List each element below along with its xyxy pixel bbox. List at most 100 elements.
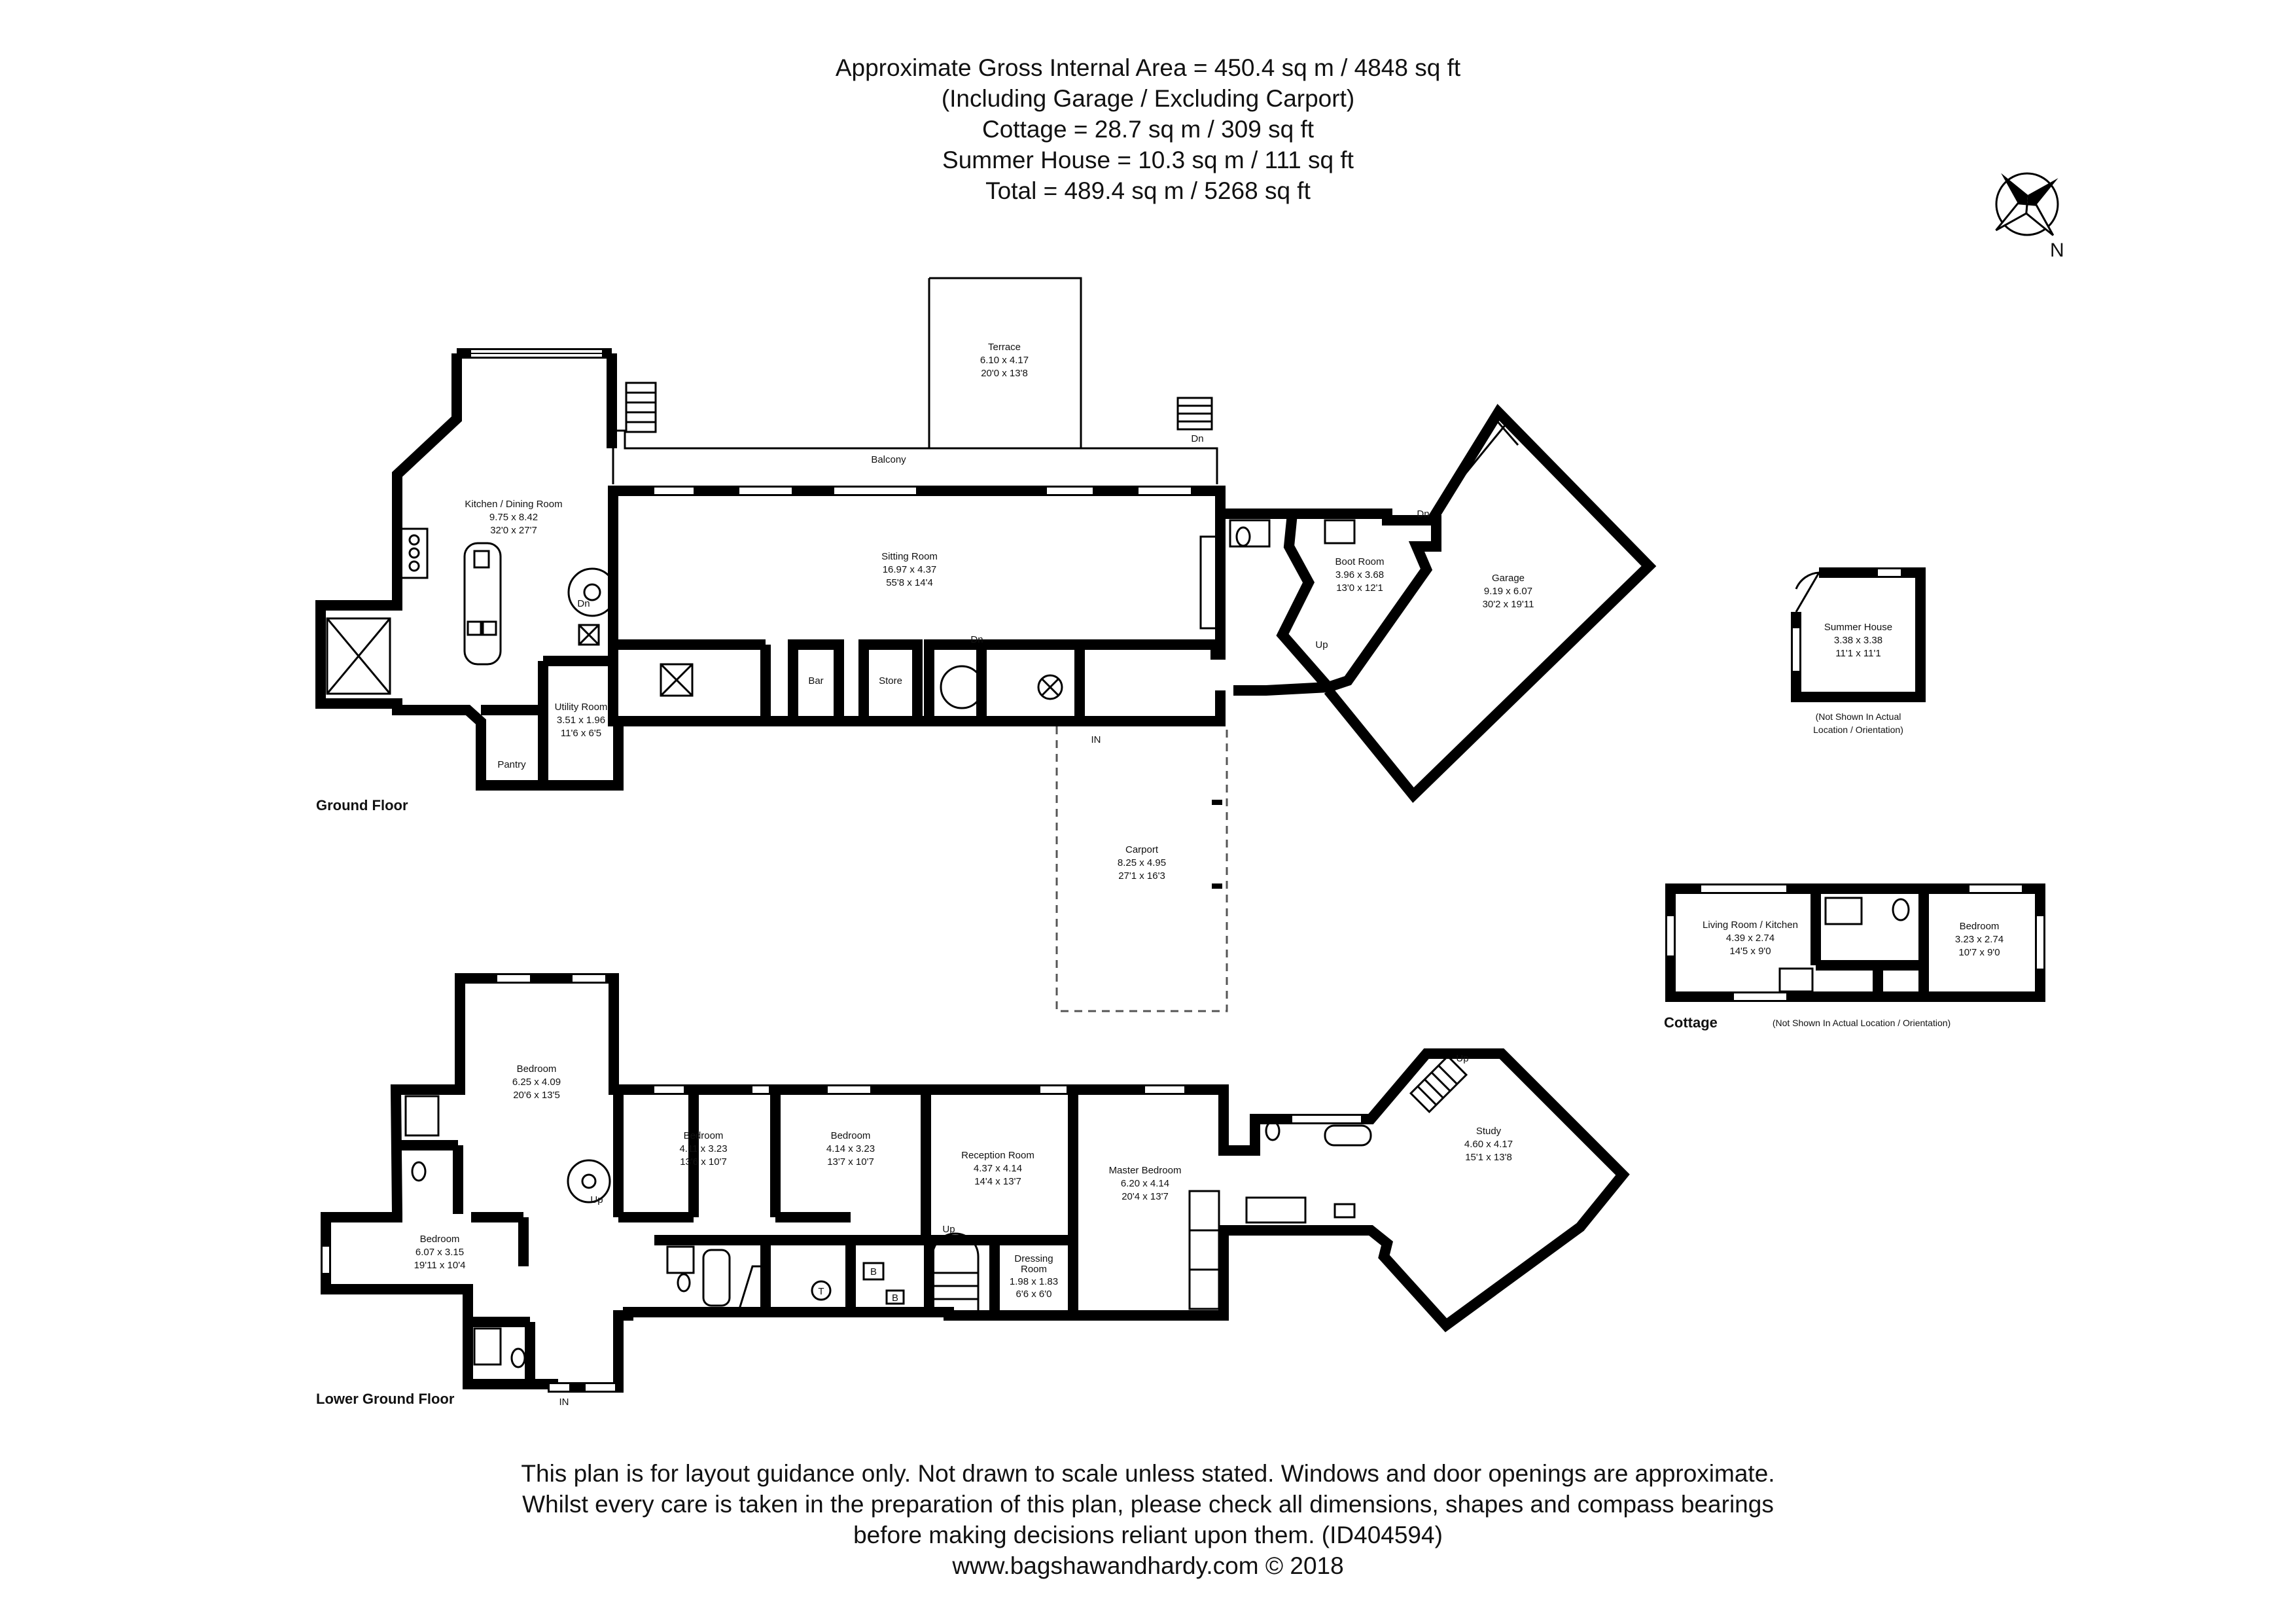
disclaimer-line-2: Whilst every care is taken in the prepar…: [522, 1491, 1774, 1518]
lg-bedroom-4-label: Bedroom: [420, 1234, 460, 1245]
ground-entrance-label: IN: [1091, 734, 1101, 745]
svg-text:16.97 x 4.37: 16.97 x 4.37: [883, 564, 937, 575]
svg-text:3.38 x 3.38: 3.38 x 3.38: [1834, 635, 1882, 646]
svg-text:1.98 x 1.83: 1.98 x 1.83: [1010, 1276, 1058, 1287]
svg-text:10'7 x 9'0: 10'7 x 9'0: [1958, 947, 2000, 958]
lower-entrance-label: IN: [559, 1397, 569, 1408]
kitchen-spiral-stair: [567, 567, 617, 617]
carport-label: Carport: [1125, 844, 1159, 855]
disclaimer-line-3: before making decisions reliant upon the…: [853, 1522, 1443, 1548]
kitchen-island: [463, 542, 502, 666]
terrace-steps-right: [1176, 397, 1213, 431]
store-label: Store: [879, 675, 902, 687]
svg-text:Dn: Dn: [1191, 433, 1203, 444]
svg-text:14'4 x 13'7: 14'4 x 13'7: [974, 1176, 1021, 1187]
website-link[interactable]: www.bagshawandhardy.com © 2018: [952, 1552, 1344, 1579]
gross-internal-area: Approximate Gross Internal Area = 450.4 …: [835, 54, 1461, 81]
terrace-steps-left: [625, 382, 657, 433]
svg-text:13'7 x 10'7: 13'7 x 10'7: [827, 1156, 874, 1168]
svg-text:6.20 x 4.14: 6.20 x 4.14: [1121, 1178, 1169, 1189]
cottage-shower: [1824, 897, 1863, 925]
compass-rose-icon: N: [1995, 172, 2064, 261]
store-walls: [858, 639, 923, 726]
bathroom-bath: [702, 1249, 731, 1307]
summer-house: [1791, 567, 1926, 702]
svg-text:Up: Up: [1315, 639, 1328, 651]
svg-text:Dn: Dn: [577, 598, 590, 609]
kitchen-wing-walls: [315, 353, 694, 791]
lower-ground-floor: [321, 973, 1630, 1393]
lower-spiral-stair: [567, 1159, 611, 1204]
study-stair: [1409, 1054, 1468, 1114]
master-wardrobes: [1188, 1190, 1220, 1310]
svg-text:Up: Up: [590, 1194, 603, 1205]
summer-house-area: Summer House = 10.3 sq m / 111 sq ft: [942, 147, 1354, 173]
cottage-note: (Not Shown In Actual Location / Orientat…: [1773, 1018, 1951, 1028]
svg-text:11'1 x 11'1: 11'1 x 11'1: [1835, 648, 1881, 659]
bay-window-roof-light: [326, 617, 391, 695]
svg-text:6.07 x 3.15: 6.07 x 3.15: [415, 1247, 464, 1258]
sitting-room-stair: [940, 665, 984, 709]
disclaimer-line-1: This plan is for layout guidance only. N…: [521, 1460, 1775, 1487]
room-labels: Terrace 6.10 x 4.17 20'0 x 13'8 Balcony …: [316, 342, 2004, 1408]
reception-stair: [931, 1232, 980, 1312]
svg-text:4.60 x 4.17: 4.60 x 4.17: [1464, 1139, 1513, 1150]
bar-walls: [788, 639, 844, 726]
wc: [1229, 519, 1271, 548]
svg-text:8.25 x 4.95: 8.25 x 4.95: [1118, 857, 1166, 868]
cottage-hob: [1778, 967, 1814, 993]
garage-note: (Including Garage / Excluding Carport): [941, 85, 1355, 112]
svg-text:13'0 x 12'1: 13'0 x 12'1: [1336, 582, 1383, 594]
dressing-room-label: Dressing: [1014, 1253, 1053, 1264]
total-area: Total = 489.4 sq m / 5268 sq ft: [985, 177, 1311, 204]
lg-bedroom-2-label: Bedroom: [684, 1130, 724, 1141]
ground-floor: [315, 277, 1657, 1012]
balcony-outline: [612, 429, 1218, 484]
svg-text:20'0 x 13'8: 20'0 x 13'8: [981, 368, 1028, 379]
svg-text:4.37 x 4.14: 4.37 x 4.14: [974, 1163, 1022, 1174]
master-bedroom-label: Master Bedroom: [1109, 1165, 1182, 1176]
svg-text:55'8 x 14'4: 55'8 x 14'4: [886, 577, 933, 588]
freestanding-bath: [1324, 1124, 1372, 1147]
svg-text:3.23 x 2.74: 3.23 x 2.74: [1955, 934, 2004, 945]
carport-outline: [1055, 726, 1228, 1012]
stairwell-walls: [924, 639, 987, 726]
svg-text:(Not Shown In Actual: (Not Shown In Actual: [1816, 711, 1901, 722]
svg-text:Location / Orientation): Location / Orientation): [1813, 724, 1903, 735]
area-summary: Approximate Gross Internal Area = 450.4 …: [0, 52, 2296, 206]
ensuite-bath: [1245, 1196, 1307, 1224]
range-cooker: [400, 527, 429, 579]
compass-north-label: N: [2050, 240, 2064, 261]
svg-text:9.75 x 8.42: 9.75 x 8.42: [489, 512, 538, 523]
svg-text:Dn: Dn: [970, 634, 983, 645]
bar-label: Bar: [808, 675, 823, 687]
lg-bedroom-3-label: Bedroom: [831, 1130, 871, 1141]
cottage-area: Cottage = 28.7 sq m / 309 sq ft: [982, 116, 1314, 143]
sitting-room-label: Sitting Room: [881, 551, 938, 562]
svg-text:19'11 x 10'4: 19'11 x 10'4: [414, 1260, 466, 1271]
svg-text:20'6 x 13'5: 20'6 x 13'5: [513, 1090, 560, 1101]
svg-text:30'2 x 19'11: 30'2 x 19'11: [1483, 599, 1534, 610]
lg-bedroom-1-label: Bedroom: [517, 1063, 557, 1075]
svg-text:14'5 x 9'0: 14'5 x 9'0: [1729, 946, 1771, 957]
svg-text:15'1 x 13'8: 15'1 x 13'8: [1465, 1152, 1512, 1163]
svg-text:9.19 x 6.07: 9.19 x 6.07: [1484, 586, 1532, 597]
cottage: [1665, 883, 2045, 1002]
utility-room-label: Utility Room: [555, 702, 608, 713]
fireplace: [1199, 535, 1218, 630]
svg-text:6'6 x 6'0: 6'6 x 6'0: [1016, 1289, 1052, 1300]
kitchen-label: Kitchen / Dining Room: [465, 499, 562, 510]
svg-text:6.10 x 4.17: 6.10 x 4.17: [980, 355, 1029, 366]
reception-room-label: Reception Room: [961, 1150, 1034, 1161]
svg-text:6.25 x 4.09: 6.25 x 4.09: [512, 1077, 561, 1088]
lower-ground-windows: [323, 975, 1361, 1391]
svg-text:B: B: [892, 1293, 898, 1304]
svg-text:3.51 x 1.96: 3.51 x 1.96: [557, 715, 605, 726]
tank-marker: T: [818, 1286, 824, 1297]
boot-room-label: Boot Room: [1335, 556, 1384, 567]
disclaimer: This plan is for layout guidance only. N…: [0, 1458, 2296, 1581]
svg-text:4.11 x 3.23: 4.11 x 3.23: [679, 1143, 727, 1154]
terrace-label: Terrace: [988, 342, 1021, 353]
lower-ground-floor-label: Lower Ground Floor: [316, 1391, 455, 1407]
